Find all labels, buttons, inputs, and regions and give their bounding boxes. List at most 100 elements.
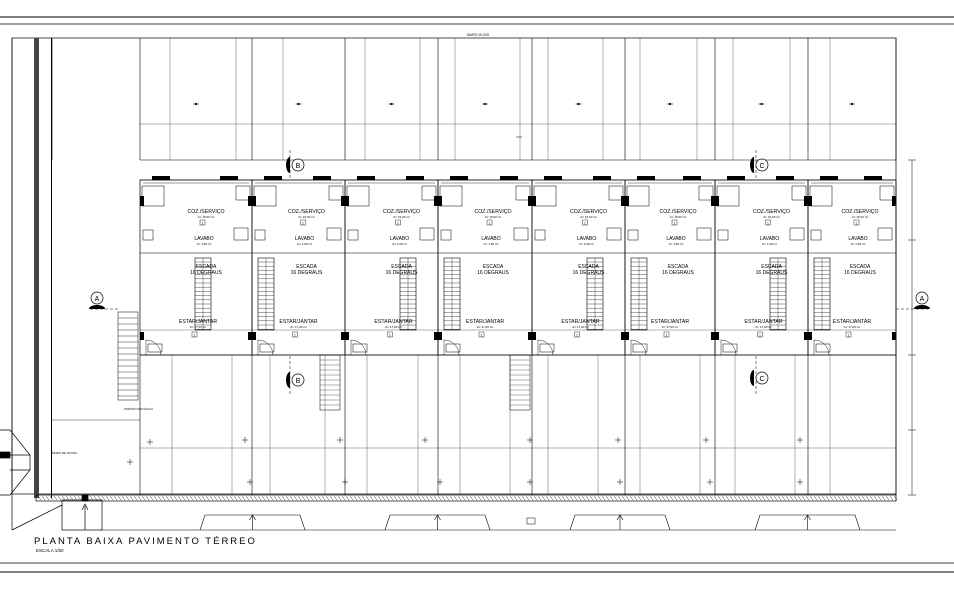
room-area-living: A= 17,00 m² [190, 325, 206, 329]
room-badge: 1 [767, 222, 769, 226]
room-label-living: ESTAR/JANTAR [651, 319, 689, 325]
stairs-icon [813, 257, 831, 331]
room-badge: 1 [489, 222, 491, 226]
room-area-lavabo: A= 1,50 m² [297, 242, 312, 246]
room-area-living: A= 17,00 m² [755, 325, 771, 329]
room-label-kitchen: COZ./SERVIÇO [288, 209, 325, 215]
room-badge: 1 [481, 334, 483, 338]
room-label-lavabo: LAVABO [577, 236, 596, 242]
room-badge: 1 [397, 222, 399, 226]
room-badge: 1 [759, 334, 761, 338]
room-label-stairs-steps: 16 DEGRAUS [190, 270, 222, 276]
section-marker-b-top: B [286, 150, 305, 178]
room-label-living: ESTAR/JANTAR [561, 319, 599, 325]
stairs-icon [257, 257, 275, 331]
room-area-lavabo: A= 1,50 m² [669, 242, 684, 246]
room-area-lavabo: A= 1,50 m² [484, 242, 499, 246]
room-label-kitchen: COZ./SERVIÇO [383, 209, 420, 215]
room-badge: 1 [294, 334, 296, 338]
gate-note: PORTÃO METÁLICO [124, 406, 153, 411]
room-label-kitchen: COZ./SERVIÇO [753, 209, 790, 215]
room-area-lavabo: A= 1,50 m² [851, 242, 866, 246]
room-area-living: A= 17,00 m² [844, 325, 860, 329]
room-label-living: ESTAR/JANTAR [466, 319, 504, 325]
room-label-stairs-steps: 16 DEGRAUS [573, 270, 605, 276]
room-label-kitchen: COZ./SERVIÇO [187, 209, 224, 215]
room-area-living: A= 17,00 m² [290, 325, 306, 329]
room-badge: 1 [674, 222, 676, 226]
room-area-kitchen: A= 15,00 m² [852, 215, 868, 219]
svg-text:A: A [920, 296, 925, 303]
stairs-icon [443, 257, 461, 331]
room-label-stairs-steps: 16 DEGRAUS [291, 270, 323, 276]
room-label-stairs: ESCADA [578, 264, 599, 270]
svg-text:C: C [759, 163, 764, 170]
room-area-living: A= 17,00 m² [662, 325, 678, 329]
room-label-kitchen: COZ./SERVIÇO [659, 209, 696, 215]
svg-text:A: A [95, 296, 100, 303]
room-label-lavabo: LAVABO [295, 236, 314, 242]
room-label-living: ESTAR/JANTAR [744, 319, 782, 325]
room-label-kitchen: COZ./SERVIÇO [570, 209, 607, 215]
room-label-lavabo: LAVABO [848, 236, 867, 242]
room-area-lavabo: A= 1,50 m² [579, 242, 594, 246]
room-label-lavabo: LAVABO [666, 236, 685, 242]
room-label-stairs: ESCADA [850, 264, 871, 270]
room-area-kitchen: A= 15,00 m² [198, 215, 214, 219]
left-boundary-wall [34, 38, 52, 498]
entry-ramp [117, 311, 139, 401]
right-dimension-line [908, 159, 916, 496]
room-label-stairs: ESCADA [391, 264, 412, 270]
section-marker-a-left: A [89, 291, 118, 310]
bottom-boundary-wall [35, 494, 898, 502]
section-marker-c-top: C [750, 150, 769, 178]
room-badge: 1 [202, 222, 204, 226]
room-label-lavabo: LAVABO [760, 236, 779, 242]
lot-boundary [11, 37, 897, 531]
section-marker-c-bottom: C [750, 356, 769, 395]
room-label-living: ESTAR/JANTAR [179, 319, 217, 325]
room-badge: 1 [389, 334, 391, 338]
room-label-lavabo: LAVABO [194, 236, 213, 242]
room-area-kitchen: A= 15,00 m² [580, 215, 596, 219]
stairs-icon [769, 257, 787, 331]
room-area-living: A= 17,00 m² [385, 325, 401, 329]
room-area-kitchen: A= 15,00 m² [393, 215, 409, 219]
room-area-lavabo: A= 1,50 m² [392, 242, 407, 246]
room-badge: 1 [848, 334, 850, 338]
stairs-icon [194, 257, 212, 331]
svg-text:B: B [296, 163, 301, 170]
room-label-stairs-steps: 16 DEGRAUS [756, 270, 788, 276]
room-label-living: ESTAR/JANTAR [374, 319, 412, 325]
room-label-living: ESTAR/JANTAR [833, 319, 871, 325]
stairs-icon [399, 257, 417, 331]
room-label-stairs-steps: 16 DEGRAUS [477, 270, 509, 276]
room-area-kitchen: A= 15,00 m² [298, 215, 314, 219]
room-label-stairs: ESCADA [196, 264, 217, 270]
room-area-kitchen: A= 15,00 m² [763, 215, 779, 219]
front-yard [52, 123, 897, 495]
room-label-kitchen: COZ./SERVIÇO [474, 209, 511, 215]
room-badge: 1 [856, 222, 858, 226]
room-badge: 1 [666, 334, 668, 338]
section-marker-a-right: A [896, 291, 930, 310]
stairs-icon [630, 257, 648, 331]
left-note: MURO DE DIVISA [52, 451, 77, 455]
room-area-kitchen: A= 15,00 m² [485, 215, 501, 219]
backyard-top [51, 38, 897, 181]
svg-text:C: C [759, 376, 764, 383]
stairs-icon [586, 257, 604, 331]
room-area-living: A= 17,00 m² [572, 325, 588, 329]
sidewalk-ramps [100, 514, 896, 531]
entry-gate [0, 429, 31, 496]
access-arrow [61, 494, 103, 531]
